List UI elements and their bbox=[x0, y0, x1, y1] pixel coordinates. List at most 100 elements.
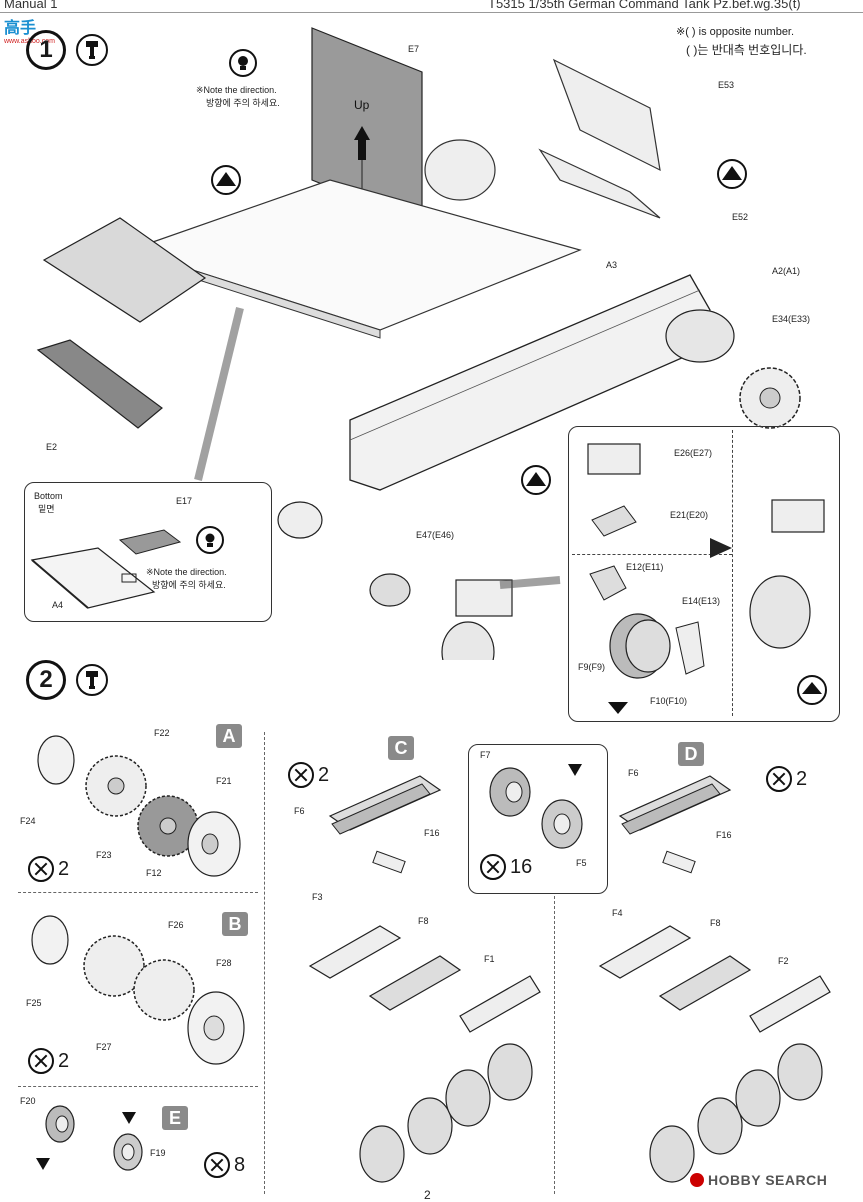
multiplier-icon bbox=[480, 854, 506, 880]
bottom-label-ko: 밑면 bbox=[38, 504, 55, 514]
step-1-glue-icon bbox=[76, 34, 108, 66]
label-d-f6: F6 bbox=[628, 768, 639, 778]
divider-ab bbox=[18, 892, 258, 893]
label-f21: F21 bbox=[216, 776, 232, 786]
inset-divider-v bbox=[732, 430, 733, 716]
bottom-inset-box bbox=[24, 482, 272, 622]
label-f7: F7 bbox=[480, 750, 491, 760]
wheel-group-multiplier: 16 bbox=[480, 854, 532, 880]
hobbysearch-logo-icon bbox=[690, 1173, 704, 1187]
bulb-icon-top bbox=[228, 48, 258, 78]
page-number: 2 bbox=[424, 1188, 431, 1202]
label-e12: E12(E11) bbox=[626, 562, 664, 572]
opposite-note-en: ※( ) is opposite number. bbox=[676, 26, 795, 38]
header-right: T5315 1/35th German Command Tank Pz.bef.… bbox=[488, 0, 801, 11]
group-a-mult-value: 2 bbox=[58, 857, 70, 880]
header-left: Manual 1 bbox=[4, 0, 58, 11]
label-e21: E21(E20) bbox=[670, 510, 709, 520]
divider-left bbox=[264, 732, 265, 1194]
wheel-group-drawing bbox=[489, 764, 583, 849]
header-rule bbox=[0, 12, 863, 13]
label-e14: E14(E13) bbox=[682, 596, 721, 606]
direction-note-en-bottom: ※Note the direction. bbox=[146, 567, 227, 577]
label-e17: E17 bbox=[176, 496, 193, 506]
label-f25: F25 bbox=[26, 998, 42, 1008]
label-f10: F10(F10) bbox=[650, 696, 688, 706]
suspension-inset-drawing bbox=[587, 443, 827, 714]
label-f19: F19 bbox=[150, 1148, 166, 1158]
group-e-multiplier: 8 bbox=[204, 1152, 245, 1178]
wheel-group-box bbox=[468, 744, 608, 894]
group-a-multiplier: 2 bbox=[28, 856, 69, 882]
group-c-multiplier: 2 bbox=[288, 762, 329, 788]
step-1-number: 1 bbox=[26, 30, 66, 70]
label-d-f2: F2 bbox=[778, 956, 789, 966]
label-c-f8: F8 bbox=[418, 916, 429, 926]
bottom-label-en: Bottom bbox=[34, 491, 63, 501]
label-e26: E26(E27) bbox=[674, 448, 713, 458]
wheel-mult-value: 16 bbox=[510, 855, 533, 878]
group-d-letter: D bbox=[678, 742, 704, 766]
label-f28: F28 bbox=[216, 958, 232, 968]
label-f23: F23 bbox=[96, 850, 112, 860]
group-e-drawing bbox=[36, 1105, 143, 1171]
group-c-mult-value: 2 bbox=[318, 763, 330, 786]
group-d-mult-value: 2 bbox=[796, 767, 808, 790]
label-e2: E2 bbox=[46, 442, 58, 452]
hobbysearch-text: HOBBY SEARCH bbox=[708, 1172, 828, 1188]
label-f26: F26 bbox=[168, 920, 184, 930]
label-c-f1: F1 bbox=[484, 954, 495, 964]
label-f9: F9(F9) bbox=[578, 662, 605, 672]
group-c-drawing bbox=[308, 775, 541, 1183]
label-e52: E52 bbox=[732, 212, 749, 222]
label-f12: F12 bbox=[146, 868, 162, 878]
multiplier-icon bbox=[766, 766, 792, 792]
suspension-inset-box bbox=[568, 426, 840, 722]
group-a-drawing bbox=[37, 735, 241, 877]
label-a2: A2(A1) bbox=[772, 266, 801, 276]
group-d-multiplier: 2 bbox=[766, 766, 807, 792]
label-c-f3: F3 bbox=[312, 892, 323, 902]
direction-note-ko-bottom: 방향에 주의 하세요. bbox=[152, 580, 226, 590]
label-a4: A4 bbox=[52, 600, 64, 610]
group-b-letter: B bbox=[222, 912, 248, 936]
label-e47: E47(E46) bbox=[416, 530, 455, 540]
divider-be bbox=[18, 1086, 258, 1087]
group-c-letter: C bbox=[388, 736, 414, 760]
multiplier-icon bbox=[288, 762, 314, 788]
label-f5: F5 bbox=[576, 858, 587, 868]
group-e-letter: E bbox=[162, 1106, 188, 1130]
direction-note-ko-top: 방향에 주의 하세요. bbox=[206, 98, 280, 108]
label-d-f16: F16 bbox=[716, 830, 732, 840]
label-f20: F20 bbox=[20, 1096, 36, 1106]
step-2-number: 2 bbox=[26, 660, 66, 700]
watermark-line1: 高手 bbox=[4, 18, 37, 37]
bottom-plate-drawing bbox=[30, 526, 224, 609]
hobbysearch-watermark: HOBBY SEARCH bbox=[690, 1172, 827, 1188]
group-b-multiplier: 2 bbox=[28, 1048, 69, 1074]
label-c-f6: F6 bbox=[294, 806, 305, 816]
label-f27: F27 bbox=[96, 1042, 112, 1052]
opposite-note-ko: ( )는 반대측 번호입니다. bbox=[686, 43, 807, 57]
label-c-f16: F16 bbox=[424, 828, 440, 838]
label-e53: E53 bbox=[718, 80, 735, 90]
direction-note-en-top: ※Note the direction. bbox=[196, 85, 277, 95]
group-d-drawing bbox=[598, 775, 831, 1183]
divider-right bbox=[554, 896, 555, 1194]
label-f24: F24 bbox=[20, 816, 36, 826]
step-1-hull-drawing bbox=[36, 27, 801, 660]
multiplier-icon bbox=[28, 1048, 54, 1074]
label-a3: A3 bbox=[606, 260, 618, 270]
multiplier-icon bbox=[204, 1152, 230, 1178]
multiplier-icon bbox=[28, 856, 54, 882]
group-b-drawing bbox=[31, 915, 245, 1065]
group-e-mult-value: 8 bbox=[234, 1153, 246, 1176]
label-d-f8: F8 bbox=[710, 918, 721, 928]
label-e7: E7 bbox=[408, 44, 420, 54]
inset-divider-h bbox=[572, 554, 732, 555]
label-f22: F22 bbox=[154, 728, 170, 738]
group-b-mult-value: 2 bbox=[58, 1049, 70, 1072]
label-up: Up bbox=[354, 98, 370, 112]
label-e34: E34(E33) bbox=[772, 314, 811, 324]
group-a-letter: A bbox=[216, 724, 242, 748]
